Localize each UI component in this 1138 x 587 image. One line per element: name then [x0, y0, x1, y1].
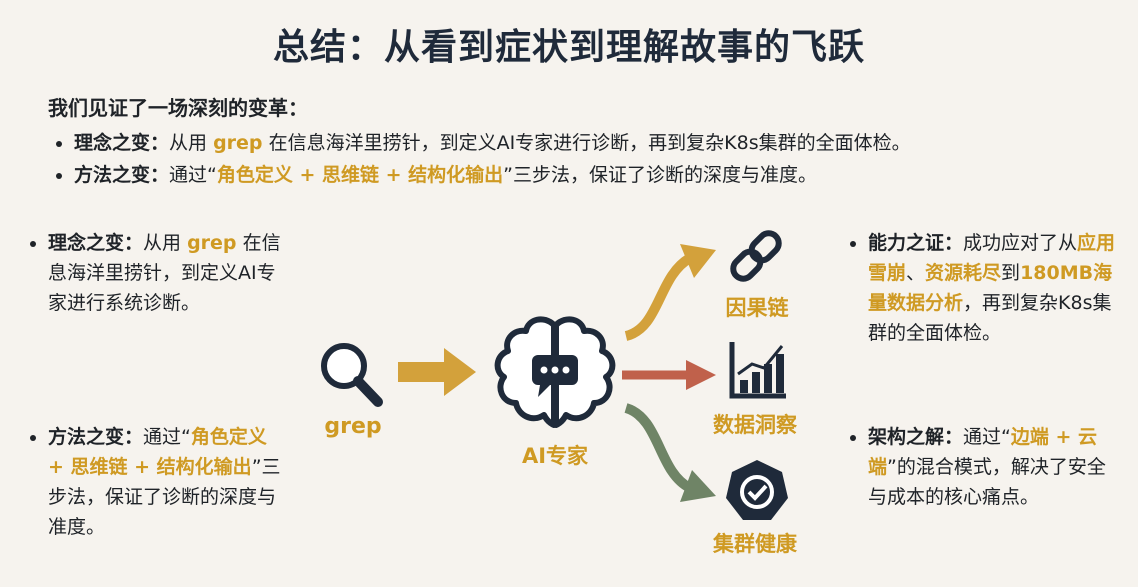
- summary-list: 理念之变：从用 grep 在信息海洋里捞针，到定义AI专家进行诊断，再到复杂K8…: [48, 129, 1108, 189]
- right-point-architecture: 架构之解：通过“边端 + 云端”的混合模式，解决了安全与成本的核心痛点。: [846, 422, 1116, 512]
- summary-item-label: 方法之变：: [74, 164, 170, 186]
- health-check-icon: [724, 458, 790, 524]
- summary-text: 通过“: [169, 164, 217, 186]
- right-point-capability: 能力之证：成功应对了从应用雪崩、资源耗尽到180MB海量数据分析，再到复杂K8s…: [846, 228, 1116, 348]
- point-label: 方法之变：: [48, 426, 144, 448]
- arrow-right-icon: [398, 346, 478, 398]
- grep-label: grep: [324, 414, 382, 439]
- left-point-concept: 理念之变：从用 grep 在信息海洋里捞针，到定义AI专家进行系统诊断。: [26, 228, 286, 318]
- point-highlight: 角色定义 + 思维链 + 结构化输出: [48, 426, 267, 478]
- summary-highlight: grep: [213, 132, 263, 154]
- magnifier-icon: [316, 338, 386, 410]
- page-title: 总结：从看到症状到理解故事的飞跃: [272, 27, 865, 68]
- summary-intro: 我们见证了一场深刻的变革：: [48, 96, 308, 120]
- summary-item-concept: 理念之变：从用 grep 在信息海洋里捞针，到定义AI专家进行诊断，再到复杂K8…: [74, 129, 1108, 157]
- point-text: ”的混合模式，解决了安全与成本的核心痛点。: [868, 456, 1106, 508]
- arrow-to-cluster-health-icon: [620, 402, 720, 512]
- point-text: 通过“: [143, 426, 191, 448]
- arrow-to-data-insight-icon: [622, 358, 718, 392]
- point-text: ”三步法，保证了诊断的深度与准度。: [48, 456, 281, 538]
- chain-link-icon: [724, 224, 788, 288]
- point-highlight: 180MB海量数据分析: [868, 262, 1113, 314]
- point-text: 成功应对了从: [963, 232, 1078, 254]
- bar-chart-icon: [728, 340, 788, 400]
- summary-section: 我们见证了一场深刻的变革： 理念之变：从用 grep 在信息海洋里捞针，到定义A…: [48, 92, 1108, 193]
- point-text: 、: [906, 262, 926, 284]
- cluster-health-label: 集群健康: [713, 532, 797, 556]
- point-text: ，再到复杂K8s集群的全面体检。: [868, 292, 1112, 344]
- data-insight-label: 数据洞察: [713, 413, 797, 437]
- arrow-to-causal-chain-icon: [620, 236, 720, 346]
- point-highlight: 应用雪崩: [868, 232, 1116, 284]
- point-text: 从用: [143, 232, 188, 254]
- causal-chain-label: 因果链: [725, 296, 789, 320]
- summary-item-method: 方法之变：通过“角色定义 + 思维链 + 结构化输出”三步法，保证了诊断的深度与…: [74, 161, 1108, 189]
- ai-expert-label: AI专家: [521, 444, 589, 468]
- point-label: 理念之变：: [48, 232, 144, 254]
- brain-chat-icon: [492, 315, 618, 433]
- summary-text: 从用: [169, 132, 214, 154]
- point-highlight: grep: [187, 232, 237, 254]
- point-text: 在信息海洋里捞针，到定义AI专家进行系统诊断。: [48, 232, 281, 314]
- point-label: 架构之解：: [868, 426, 964, 448]
- summary-text: ”三步法，保证了诊断的深度与准度。: [503, 164, 818, 186]
- summary-highlight: 角色定义 + 思维链 + 结构化输出: [216, 164, 504, 186]
- left-point-method: 方法之变：通过“角色定义 + 思维链 + 结构化输出”三步法，保证了诊断的深度与…: [26, 422, 286, 542]
- point-label: 能力之证：: [868, 232, 964, 254]
- summary-text: 在信息海洋里捞针，到定义AI专家进行诊断，再到复杂K8s集群的全面体检。: [262, 132, 911, 154]
- summary-item-label: 理念之变：: [74, 132, 170, 154]
- point-highlight: 边端 + 云端: [868, 426, 1098, 478]
- point-text: 通过“: [963, 426, 1011, 448]
- point-highlight: 资源耗尽: [925, 262, 1002, 284]
- point-text: 到: [1001, 262, 1021, 284]
